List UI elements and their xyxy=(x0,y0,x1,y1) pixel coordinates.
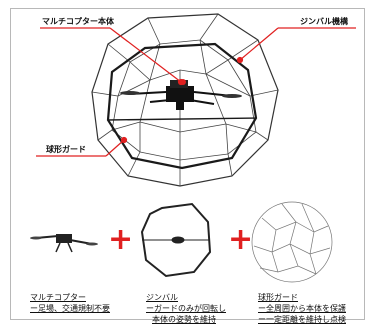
gimbal-mechanism-label: ジンバル機構 xyxy=(300,17,348,26)
component-gimbal-drawing xyxy=(140,202,212,278)
caption-gimbal-title: ジンバル xyxy=(146,293,178,302)
figure-frame xyxy=(10,8,365,320)
caption-guard: 球形ガード ー全周囲から本体を保護 ー一定距離を維持し点検 xyxy=(258,292,346,325)
caption-multicopter: マルチコプター ー足場、交通規制不要 xyxy=(30,292,110,314)
caption-guard-title: 球形ガード xyxy=(258,293,298,302)
plus-operator-1: + xyxy=(108,222,134,257)
caption-multicopter-line1: ー足場、交通規制不要 xyxy=(30,304,110,313)
spherical-guard-label: 球形ガード xyxy=(46,145,86,154)
component-guard-drawing xyxy=(251,201,333,283)
component-multicopter-drawing xyxy=(30,234,98,253)
multicopter-body-label: マルチコプター本体 xyxy=(42,17,114,26)
caption-gimbal-line1: ーガードのみが回転し xyxy=(146,304,226,313)
caption-guard-line2: ー一定距離を維持し点検 xyxy=(258,315,346,324)
caption-multicopter-title: マルチコプター xyxy=(30,293,86,302)
caption-gimbal-line2: 本体の姿勢を維持 xyxy=(152,315,216,324)
plus-operator-2: + xyxy=(228,222,254,257)
caption-guard-line1: ー全周囲から本体を保護 xyxy=(258,304,346,313)
callout-lines xyxy=(36,27,356,157)
caption-gimbal: ジンバル ーガードのみが回転し 本体の姿勢を維持 xyxy=(146,292,226,325)
